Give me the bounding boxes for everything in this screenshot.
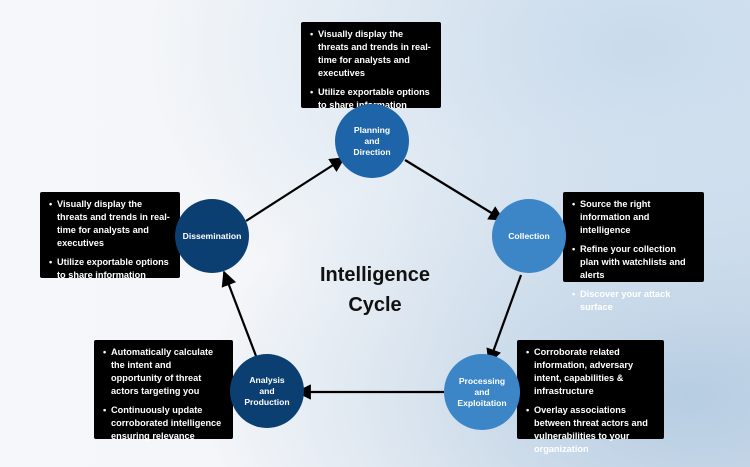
analysis-info-box: Automatically calculate the intent and o… — [94, 340, 233, 441]
planning-point: Visually display the threats and trends … — [310, 28, 432, 80]
collection-point: Discover your attack surface — [572, 288, 695, 314]
title-line: Intelligence — [319, 264, 431, 286]
analysis-point: Continuously update corroborated intelli… — [103, 404, 224, 443]
title-line: Cycle — [348, 294, 402, 316]
node-label-line: Exploitation — [457, 397, 507, 408]
processing-point: Overlay associations between threat acto… — [526, 404, 655, 456]
node-label-line: Processing — [458, 375, 506, 386]
dissemination-info-box: Visually display the threats and trends … — [40, 192, 180, 280]
analysis-point: Automatically calculate the intent and o… — [103, 346, 224, 398]
node-label-line: and — [259, 385, 275, 396]
node-planning-and-direction: Planning and Direction — [335, 104, 409, 178]
collection-info-box: Source the right information and intelli… — [563, 192, 704, 312]
node-processing-and-exploitation: Processing and Exploitation — [444, 354, 520, 430]
arrow-collection-to-processing — [486, 274, 523, 365]
node-label-line: Direction — [353, 146, 391, 157]
dissemination-point: Utilize exportable options to share info… — [49, 256, 171, 282]
node-label-line: Planning — [353, 124, 391, 135]
dissemination-point: Visually display the threats and trends … — [49, 198, 171, 250]
node-dissemination: Dissemination — [175, 199, 249, 273]
node-analysis-and-production: Analysis and Production — [230, 354, 304, 428]
arrow-planning-to-collection — [404, 159, 505, 221]
node-label-line: Dissemination — [182, 230, 242, 241]
node-label-line: and — [474, 386, 490, 397]
node-label-line: Collection — [508, 230, 550, 241]
node-collection: Collection — [492, 199, 566, 273]
processing-point: Corroborate related information, adversa… — [526, 346, 655, 398]
node-label-line: Analysis — [249, 374, 285, 385]
arrow-dissemination-to-planning — [245, 157, 346, 222]
node-label-line: Production — [244, 396, 290, 407]
processing-info-box: Corroborate related information, adversa… — [517, 340, 664, 454]
diagram-title: Intelligence Cycle — [290, 260, 460, 320]
arrow-analysis-to-dissemination — [221, 270, 258, 357]
node-label-line: and — [364, 135, 380, 146]
planning-info-box: Visually display the threats and trends … — [301, 22, 441, 110]
collection-point: Source the right information and intelli… — [572, 198, 695, 237]
collection-point: Refine your collection plan with watchli… — [572, 243, 695, 282]
